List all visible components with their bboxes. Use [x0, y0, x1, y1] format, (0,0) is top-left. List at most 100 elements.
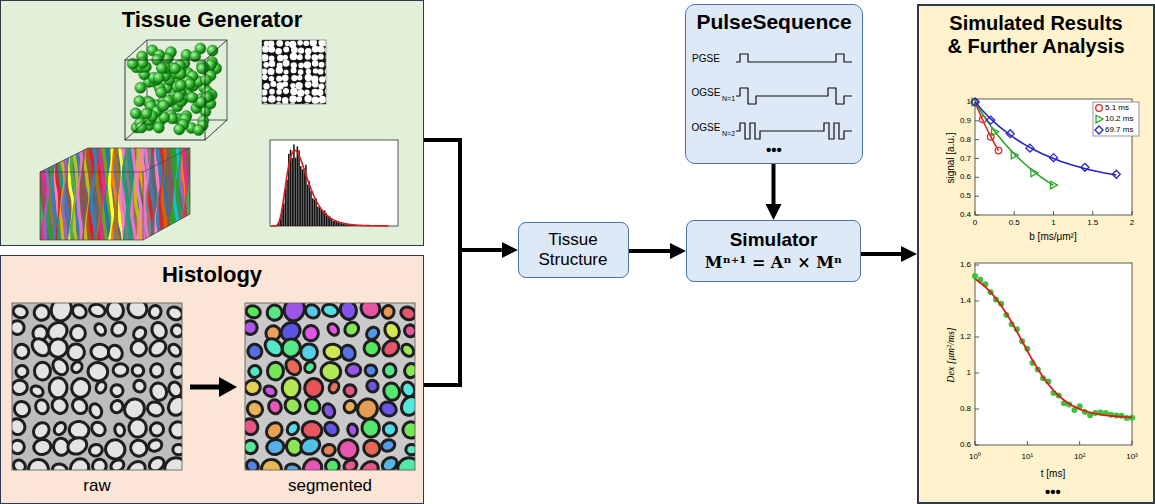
histogram-bar [322, 211, 324, 226]
cell [318, 69, 324, 75]
axon [357, 458, 381, 470]
gradient-waveform [736, 123, 852, 139]
axon [245, 304, 262, 320]
axon [127, 417, 148, 439]
axon [49, 395, 70, 416]
axon [284, 462, 301, 470]
cell [268, 46, 275, 53]
tick-label: 1.2 [960, 333, 971, 342]
sequence-name: OGSE [692, 122, 721, 133]
cell [276, 76, 282, 82]
axon [342, 319, 361, 338]
axon [167, 419, 182, 440]
tick-mark [975, 441, 976, 445]
axon [87, 361, 109, 382]
axon [12, 439, 25, 454]
cell [268, 41, 275, 48]
axon [302, 396, 322, 417]
axon [267, 398, 284, 416]
fiber-ground [40, 145, 192, 242]
cell [269, 61, 276, 68]
plot-frame [975, 263, 1132, 445]
sphere [207, 45, 218, 56]
sphere [170, 63, 181, 74]
data-marker [992, 128, 999, 136]
axon [360, 417, 381, 439]
panel-fill [1, 1, 423, 245]
signal-chart [971, 98, 1139, 215]
cell [277, 55, 284, 62]
cell [291, 47, 298, 54]
sphere [141, 108, 152, 119]
axon [383, 363, 397, 378]
cell [305, 81, 312, 88]
cell [290, 53, 298, 61]
cell [312, 97, 319, 104]
tick-label: 0.4 [960, 211, 971, 220]
fiber [51, 144, 55, 240]
axon [283, 356, 304, 378]
tick-label: 10¹ [1022, 453, 1034, 462]
axon [49, 303, 74, 323]
panel-fill [1, 256, 423, 503]
axon [124, 458, 148, 470]
panel-fill [686, 5, 862, 163]
tick-mark [975, 373, 979, 374]
diffusivity-chart [972, 263, 1135, 445]
axon [245, 342, 264, 361]
axis-title: signal [a.u.] [945, 132, 956, 183]
axon [303, 325, 319, 341]
axon [65, 435, 89, 457]
cell [310, 40, 317, 46]
axon [245, 379, 261, 395]
tick-label: 1.5 [1087, 219, 1098, 228]
axon [339, 343, 358, 363]
axon [398, 393, 415, 418]
sphere [193, 124, 204, 135]
axon [34, 398, 51, 416]
sphere [153, 122, 164, 133]
data-marker [1050, 154, 1058, 162]
histogram-bar [286, 180, 288, 226]
raw-image [12, 303, 182, 470]
cell [296, 96, 302, 102]
axon [342, 398, 359, 415]
axon [335, 436, 362, 463]
cell [289, 95, 297, 103]
tick-label: 0.5 [960, 192, 971, 201]
panel-fill [918, 5, 1154, 503]
axon [172, 444, 182, 456]
cell [305, 74, 312, 81]
image-frame [12, 303, 182, 470]
histogram-bar [293, 144, 295, 226]
sphere [130, 108, 141, 119]
tick-label: 10⁰ [969, 453, 981, 462]
tick-mark [975, 337, 979, 338]
axon [342, 383, 358, 399]
results-panel: Simulated Results & Further Analysis [917, 4, 1155, 504]
process-box: Tissue Structure [518, 222, 629, 278]
axon [346, 363, 361, 376]
cell [317, 89, 324, 96]
histogram-bar [319, 206, 321, 226]
axon [130, 363, 145, 378]
sphere [174, 124, 185, 135]
cell [284, 70, 289, 75]
axon [50, 356, 71, 378]
node-title: Histology [162, 262, 262, 287]
tick-label: 1.6 [960, 261, 971, 270]
axon [70, 360, 84, 375]
tick-label: 0.6 [960, 441, 971, 450]
data-point [972, 273, 978, 279]
histogram-bar [332, 221, 334, 226]
axon [88, 303, 106, 318]
tick-mark [1132, 211, 1133, 215]
axon [128, 437, 150, 459]
axon [347, 423, 359, 437]
cell [323, 40, 326, 47]
cell-pattern [262, 40, 326, 104]
cell [319, 76, 325, 82]
cell [268, 68, 275, 75]
axon [403, 324, 415, 339]
sequence-name: PGSE [692, 53, 720, 64]
